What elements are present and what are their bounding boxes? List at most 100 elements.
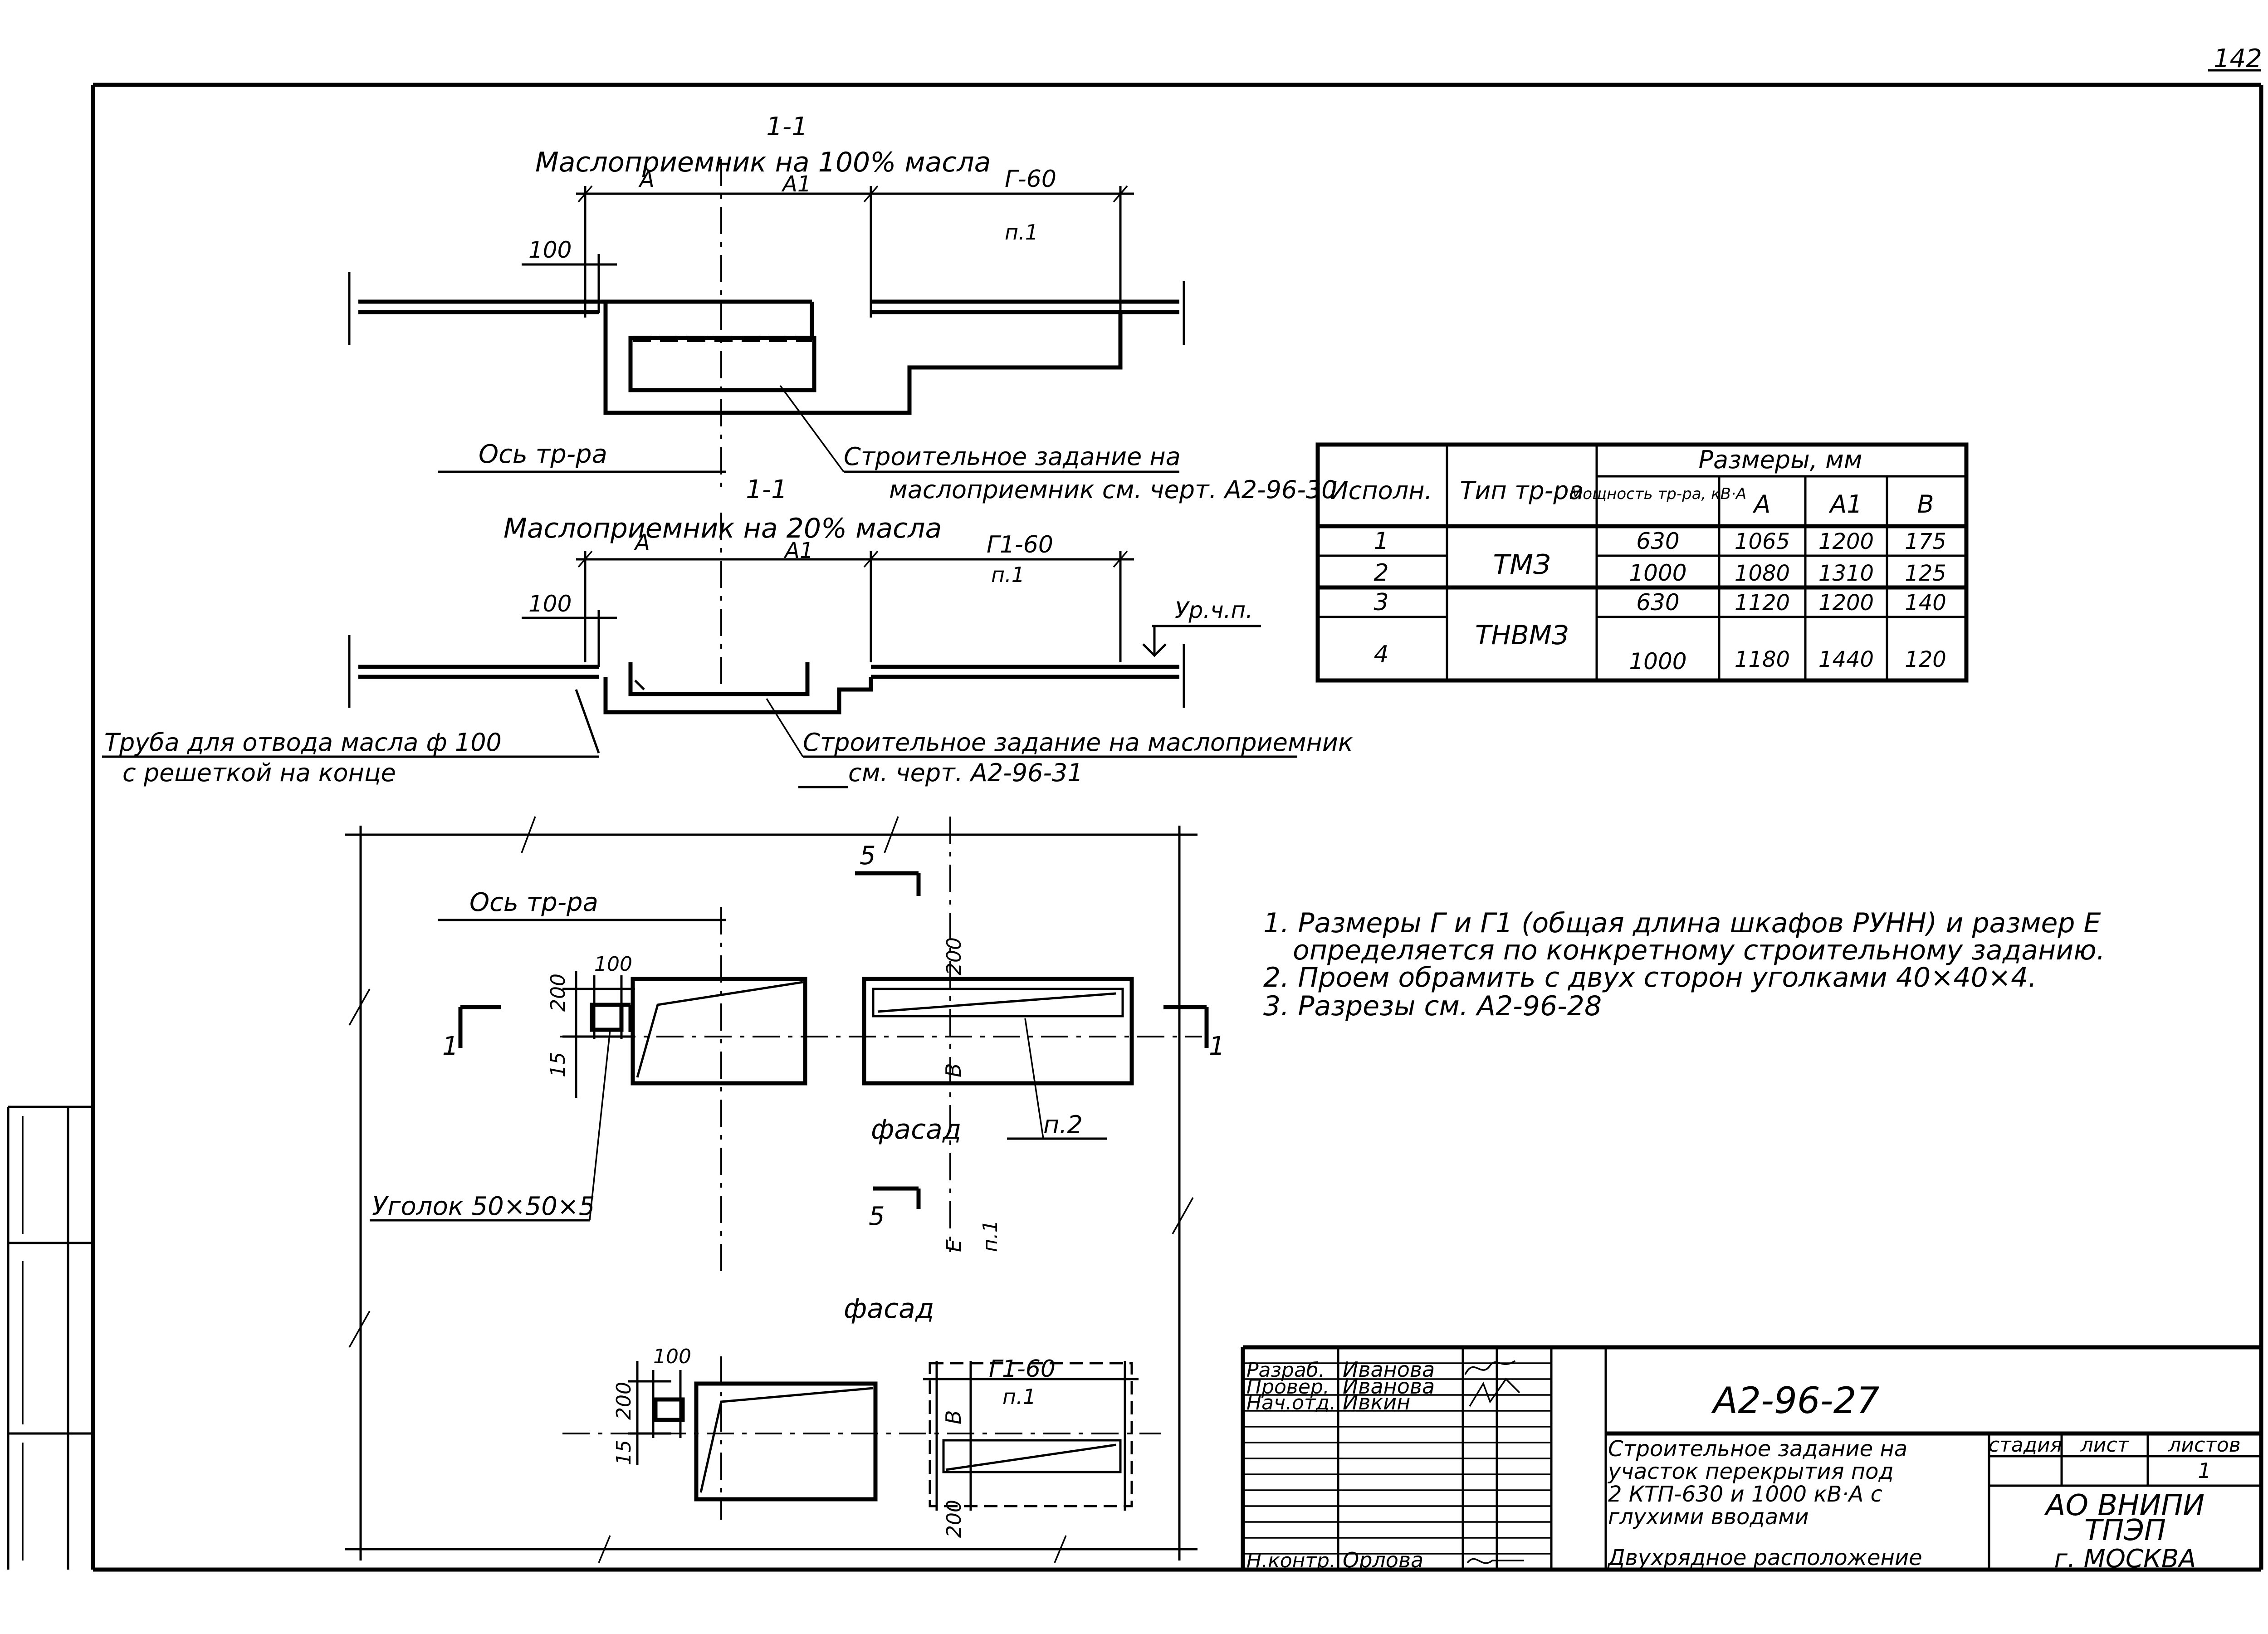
tb-role-3: Нач.отд. <box>1246 1391 1336 1414</box>
signature-1 <box>1464 1360 1515 1375</box>
table-row-4-b: 120 <box>1905 647 1946 672</box>
plan-dim-200: 200 <box>547 974 570 1012</box>
plan-lower-dim-200b: 200 <box>943 1500 966 1538</box>
sheet-frame <box>7 69 2263 1572</box>
tb-name-4: Орлова <box>1343 1548 1423 1572</box>
plan-note-p2: п.2 <box>1043 1111 1083 1139</box>
note-1: 1. Размеры Г и Г1 (общая длина шкафов РУ… <box>1263 907 2101 939</box>
tb-role-2: Провер. <box>1246 1375 1330 1399</box>
section-top: 1-1 Маслоприемник на 100% масла А А1 Г-6… <box>348 112 1337 504</box>
plan-lower-facade: фасад <box>844 1293 934 1325</box>
plan-dim-e: Е <box>943 1239 966 1252</box>
table-row-1-a: 1065 <box>1735 529 1790 554</box>
section-mid-dim-100: 100 <box>528 591 572 617</box>
section-top-callout-2: маслоприемник см. черт. А2-96-30 <box>889 475 1337 504</box>
plan-lower-note-g1: п.1 <box>1002 1384 1036 1409</box>
plan-right-dim-200: 200 <box>943 937 966 975</box>
tb-desc-3: 2 КТП-630 и 1000 кВ·А с <box>1608 1482 1882 1507</box>
section-top-note-g: п.1 <box>1005 220 1038 245</box>
section-mid-level: Ур.ч.п. <box>1175 597 1253 623</box>
table-header-moshch: Мощность тр-ра, кВ·А <box>1569 485 1746 503</box>
sheet-number: 142 <box>2214 44 2262 73</box>
section-mid-dim-a: А <box>634 530 650 555</box>
table-header-ispoln: Исполн. <box>1330 476 1432 505</box>
tb-desc-1: Строительное задание на <box>1608 1436 1907 1462</box>
section-mid-callout-1: Строительное задание на маслоприемник <box>803 728 1353 757</box>
table-row-4-ispoln: 4 <box>1374 641 1388 668</box>
table-row-4-a: 1180 <box>1735 647 1790 672</box>
table-row-2-a1: 1310 <box>1818 561 1874 586</box>
plan-mark1-left: 1 <box>442 1032 459 1061</box>
table-row-3-a1: 1200 <box>1818 590 1874 616</box>
section-top-mark: 1-1 <box>766 112 807 142</box>
plan-mark1-right: 1 <box>1209 1032 1225 1061</box>
tb-role-4: Н.контр. <box>1246 1549 1336 1572</box>
plan-dim-b: В <box>941 1063 966 1077</box>
tb-role-1: Разраб. <box>1246 1359 1325 1382</box>
plan-facade: фасад <box>871 1114 961 1145</box>
tb-sheets-value: 1 <box>2198 1458 2211 1483</box>
table-row-3-a: 1120 <box>1735 590 1790 616</box>
plan-dim-15: 15 <box>547 1052 570 1077</box>
section-mid-callout-2: см. черт. А2-96-31 <box>848 758 1083 787</box>
plan-lower-dim-g1: Г1-60 <box>989 1355 1056 1383</box>
table-row-1-ispoln: 1 <box>1374 528 1388 555</box>
signature-2 <box>1469 1378 1520 1407</box>
section-mid: 1-1 Маслоприемник на 20% масла А А1 Г1-6… <box>102 475 1353 788</box>
table-row-3-moshch: 630 <box>1636 589 1679 616</box>
table-row-4-a1: 1440 <box>1818 647 1874 672</box>
plan-view: Ось тр-ра 5 5 1 1 200 100 15 <box>345 816 1225 1563</box>
dimensions-table: Исполн. Тип тр-ра Мощность тр-ра, кВ·А Р… <box>1315 442 1969 683</box>
plan-angle-label: Уголок 50×50×5 <box>372 1192 595 1221</box>
section-mid-note-g: п.1 <box>991 563 1025 587</box>
tb-org-1: АО ВНИПИ <box>2044 1489 2204 1522</box>
tb-desc-5: Двухрядное расположение <box>1607 1545 1922 1570</box>
table-row-3-ispoln: 3 <box>1374 589 1388 616</box>
tb-name-1: Иванова <box>1343 1357 1435 1382</box>
plan-mark5-top: 5 <box>860 841 876 871</box>
table-header-razmery: Размеры, мм <box>1698 445 1862 474</box>
section-top-title: Маслоприемник на 100% масла <box>535 147 991 178</box>
section-top-callout-1: Строительное задание на <box>844 442 1181 471</box>
note-3: 3. Разрезы см. А2-96-28 <box>1263 990 1602 1022</box>
table-header-b: В <box>1917 490 1934 519</box>
plan-note-e: п.1 <box>979 1220 1002 1252</box>
table-row-1-moshch: 630 <box>1636 528 1679 554</box>
tb-desc-4: глухими вводами <box>1608 1504 1809 1530</box>
tb-stage-label: стадия <box>1989 1433 2062 1457</box>
signature-3 <box>1466 1558 1524 1564</box>
plan-axis: Ось тр-ра <box>469 888 598 917</box>
section-mid-pipe-1: Труба для отвода масла ф 100 <box>104 728 502 757</box>
section-top-dim-100: 100 <box>528 237 572 263</box>
table-row-2-moshch: 1000 <box>1629 560 1686 586</box>
tb-name-2: Иванова <box>1343 1374 1435 1399</box>
note-2: 2. Проем обрамить с двух сторон уголками… <box>1263 962 2037 993</box>
section-mid-pipe-2: с решеткой на конце <box>122 758 396 787</box>
table-row-1-a1: 1200 <box>1818 529 1874 554</box>
table-row-1-tip: ТМЗ <box>1493 549 1551 581</box>
plan-lower-dim-15: 15 <box>612 1440 635 1465</box>
tb-name-3: Ивкин <box>1343 1390 1410 1414</box>
table-row-2-a: 1080 <box>1735 561 1790 586</box>
section-mid-dim-g: Г1-60 <box>987 531 1053 558</box>
tb-org-2: ТПЭП <box>2084 1514 2166 1547</box>
section-top-axis: Ось тр-ра <box>479 440 607 469</box>
section-top-dim-g: Г-60 <box>1005 166 1056 193</box>
tb-sheet-label: лист <box>2080 1433 2130 1457</box>
tb-desc-2: участок перекрытия под <box>1607 1459 1894 1484</box>
table-row-1-b: 175 <box>1905 529 1946 554</box>
tb-code: А2-96-27 <box>1711 1380 1880 1422</box>
notes: 1. Размеры Г и Г1 (общая длина шкафов РУ… <box>1263 907 2105 1022</box>
plan-lower: фасад 100 200 15 Г1-60 п.1 В 200 <box>562 1293 1161 1538</box>
table-header-tip: Тип тр-ра <box>1460 476 1584 505</box>
table-row-2-b: 125 <box>1905 561 1946 586</box>
title-block: Разраб. Иванова Провер. Иванова Нач.отд.… <box>1241 1345 2261 1574</box>
table-header-a1: А1 <box>1828 490 1862 519</box>
table-row-3-tip: ТНВМЗ <box>1475 620 1569 651</box>
section-top-dim-a: А <box>638 167 655 192</box>
section-mid-mark: 1-1 <box>746 475 787 504</box>
table-row-2-ispoln: 2 <box>1374 559 1388 587</box>
plan-lower-dim-b: В <box>941 1410 966 1424</box>
table-row-3-b: 140 <box>1905 590 1946 616</box>
